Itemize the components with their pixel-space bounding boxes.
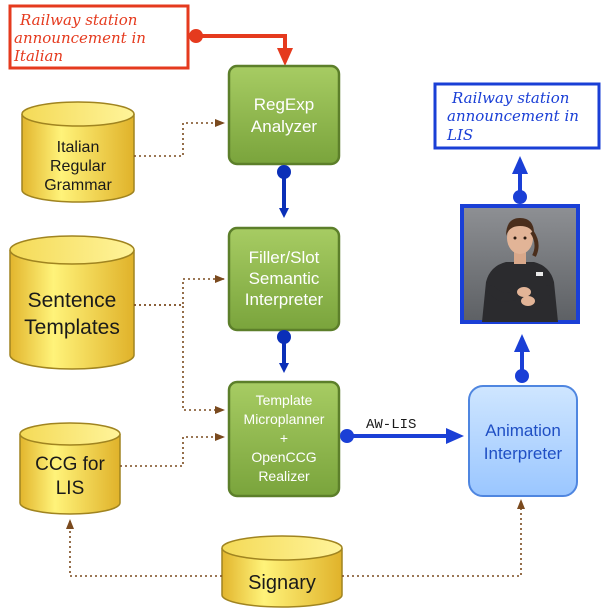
- database-signary: Signary: [221, 535, 343, 608]
- filler-label-1: Filler/Slot: [249, 248, 320, 267]
- grammar-label-1: Italian: [57, 139, 100, 156]
- grammar-label-2: Regular: [50, 158, 107, 175]
- input-note: Railway station announcement in Italian: [8, 4, 190, 70]
- microplanner-label-2: Microplanner: [244, 411, 325, 427]
- regexp-label-1: RegExp: [254, 95, 314, 114]
- animation-label-2: Interpreter: [484, 444, 563, 463]
- output-note-line-1: Railway station: [451, 89, 569, 107]
- regexp-label-2: Analyzer: [251, 117, 317, 136]
- ccg-label-2: LIS: [56, 478, 85, 499]
- input-arrow: [189, 29, 293, 66]
- microplanner-label-4: OpenCCG: [251, 449, 316, 465]
- avatar-to-output-arrow: [512, 156, 528, 204]
- aw-lis-connector: AW-LIS: [340, 417, 464, 444]
- signary-to-ccg-link: [66, 519, 222, 577]
- templates-to-microplanner-link: [134, 304, 225, 414]
- animation-label-1: Animation: [485, 421, 561, 440]
- module-template-microplanner: Template Microplanner + OpenCCG Realizer: [227, 380, 341, 498]
- database-sentence-templates: Sentence Templates: [9, 235, 135, 370]
- microplanner-label-1: Template: [256, 392, 313, 408]
- module-filler-slot-interpreter: Filler/Slot Semantic Interpreter: [227, 226, 341, 332]
- templates-label-1: Sentence: [28, 289, 117, 312]
- output-note: Railway station announcement in LIS: [433, 82, 601, 150]
- animation-to-avatar-arrow: [514, 334, 530, 383]
- input-note-line-1: Railway station: [19, 11, 137, 29]
- resource-connectors: [66, 119, 525, 577]
- signary-to-animation-link: [342, 499, 525, 577]
- database-italian-grammar: Italian Regular Grammar: [21, 101, 135, 203]
- grammar-label-3: Grammar: [44, 177, 112, 194]
- signing-avatar-image: [460, 204, 580, 324]
- filler-label-3: Interpreter: [245, 290, 324, 309]
- grammar-to-regexp-link: [134, 119, 225, 157]
- filler-label-2: Semantic: [249, 269, 320, 288]
- module-animation-interpreter: Animation Interpreter: [468, 385, 578, 497]
- output-note-line-2: announcement in: [447, 107, 579, 125]
- templates-label-2: Templates: [24, 316, 120, 339]
- input-note-line-3: Italian: [13, 47, 63, 65]
- microplanner-label-3: +: [280, 430, 288, 446]
- output-note-line-3: LIS: [446, 126, 473, 144]
- signary-label: Signary: [248, 572, 316, 594]
- input-note-line-2: announcement in: [14, 29, 146, 47]
- microplanner-label-5: Realizer: [258, 468, 310, 484]
- pipeline-flow: [277, 165, 291, 373]
- ccg-label-1: CCG for: [35, 454, 105, 475]
- module-regexp-analyzer: RegExp Analyzer: [227, 64, 341, 166]
- aw-lis-label: AW-LIS: [366, 417, 416, 433]
- database-ccg-for-lis: CCG for LIS: [19, 422, 121, 515]
- ccg-to-microplanner-link: [120, 433, 225, 467]
- templates-to-filler-link: [134, 275, 225, 306]
